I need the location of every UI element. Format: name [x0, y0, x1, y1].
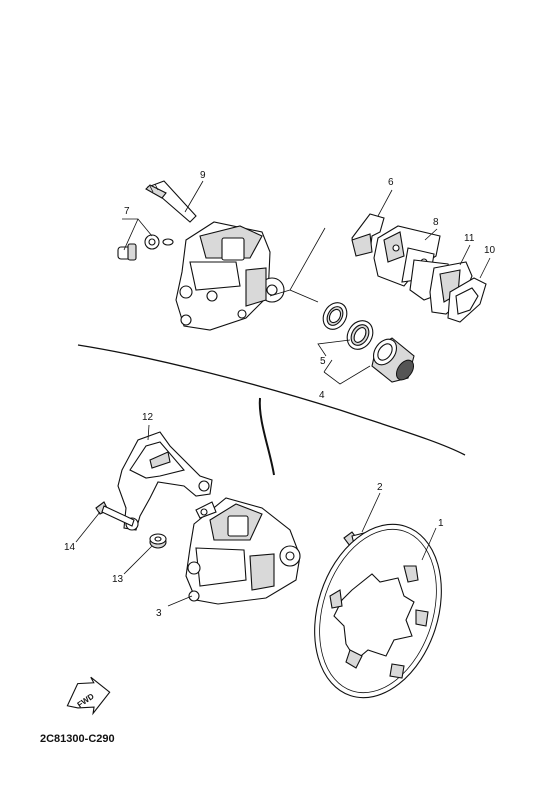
lower-caliper-group [75, 424, 442, 699]
collar-part [149, 533, 167, 549]
callout-6: 6 [388, 177, 394, 188]
caliper-piston-part [371, 337, 415, 383]
fwd-arrow-icon: FWD [66, 676, 111, 716]
diagram-code: 2C81300-C290 [40, 733, 115, 745]
callout-13: 13 [112, 574, 124, 585]
callout-11: 11 [464, 233, 475, 244]
upper-caliper-group [117, 180, 491, 385]
bracket-bolt-part [95, 501, 135, 527]
section-connector-line [258, 397, 275, 476]
brake-pad-outer-part [409, 259, 473, 315]
callout-3: 3 [156, 608, 162, 619]
pad-shim-part [447, 277, 487, 323]
brake-disc-part [314, 523, 442, 699]
callout-10: 10 [484, 245, 496, 256]
lower-caliper-body [185, 497, 301, 605]
pad-spring-part [351, 213, 385, 257]
upper-caliper-body [175, 221, 285, 331]
callout-4: 4 [319, 390, 325, 401]
callout-12: 12 [142, 412, 154, 423]
callout-9: 9 [200, 170, 206, 181]
callout-14: 14 [64, 542, 76, 553]
callout-8: 8 [433, 217, 439, 228]
callout-7: 7 [124, 206, 130, 217]
callout-1: 1 [438, 518, 444, 529]
caliper-bracket-part [117, 431, 213, 531]
piston-seal-part [322, 302, 374, 350]
callout-2: 2 [377, 482, 383, 493]
section-divider-line [77, 344, 466, 456]
callout-5: 5 [320, 356, 326, 367]
bleed-cap-part [117, 234, 174, 261]
bleed-screw-part [145, 180, 197, 223]
